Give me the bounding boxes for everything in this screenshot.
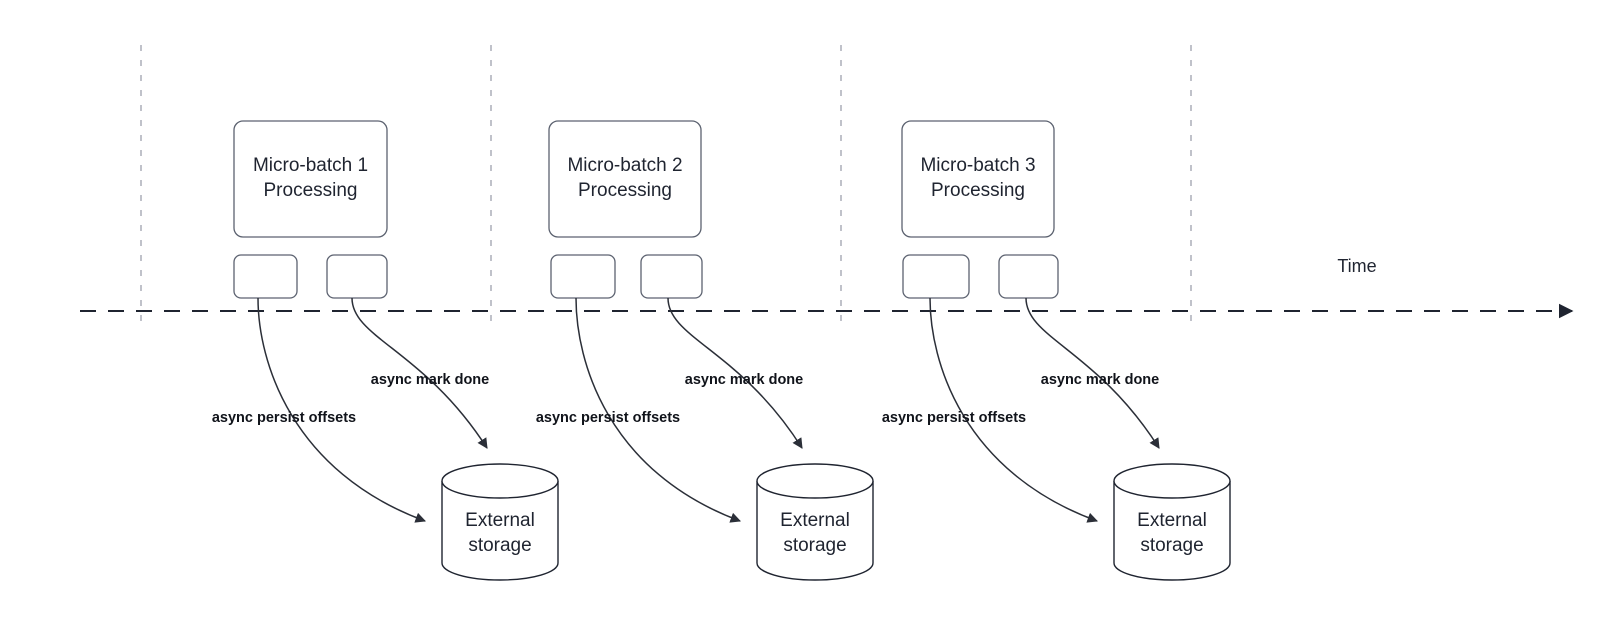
micro-batch-2-mark-done-label: async mark done [685,372,803,388]
micro-batch-group-3: Micro-batch 3 Processing async persist o… [882,120,1231,581]
micro-batch-2-external-storage[interactable]: External storage [756,463,874,581]
micro-batch-3-persist-offsets-edge [929,297,1098,523]
micro-batch-1-persist-offsets-label: async persist offsets [212,410,356,426]
external-storage-2-label-line1: External [780,510,850,531]
micro-batch-1-process-box[interactable] [233,120,388,238]
external-storage-3-top [1113,463,1231,499]
micro-batch-2-process-label-line1: Micro-batch 2 [567,155,682,176]
external-storage-2-body [756,481,874,581]
time-axis-label: Time [1337,256,1376,276]
micro-batch-2-persist-offsets-task[interactable] [550,254,616,299]
micro-batch-2-process-box[interactable] [548,120,702,238]
external-storage-1-top [441,463,559,499]
timeline-ticks [140,45,1192,322]
micro-batch-group-1: Micro-batch 1 Processing async persist o… [212,120,559,581]
micro-batch-group-2: Micro-batch 2 Processing async persist o… [536,120,874,581]
micro-batch-2-mark-done-edge [667,297,803,449]
micro-batch-1-mark-done-label: async mark done [371,372,489,388]
external-storage-1-label-line1: External [465,510,535,531]
micro-batch-1-persist-offsets-edge [257,297,426,523]
external-storage-3-label-line1: External [1137,510,1207,531]
micro-batch-2-persist-offsets-edge [575,297,741,523]
external-storage-2-label-line2: storage [783,535,846,556]
external-storage-3-body [1113,481,1231,581]
external-storage-1-label-line2: storage [468,535,531,556]
external-storage-2-top [756,463,874,499]
micro-batch-1-external-storage[interactable]: External storage [441,463,559,581]
micro-batch-1-mark-done-task[interactable] [326,254,388,299]
micro-batch-3-external-storage[interactable]: External storage [1113,463,1231,581]
micro-batch-3-persist-offsets-label: async persist offsets [882,410,1026,426]
micro-batch-1-mark-done-edge [351,297,488,449]
micro-batch-3-mark-done-label: async mark done [1041,372,1159,388]
micro-batch-3-process-box[interactable] [901,120,1055,238]
external-storage-3-label-line2: storage [1140,535,1203,556]
micro-batch-3-persist-offsets-task[interactable] [902,254,970,299]
external-storage-1-body [441,481,559,581]
micro-batch-1-process-label-line1: Micro-batch 1 [253,155,368,176]
micro-batch-3-mark-done-task[interactable] [998,254,1059,299]
micro-batch-2-mark-done-task[interactable] [640,254,703,299]
micro-batch-3-process-label-line1: Micro-batch 3 [920,155,1035,176]
micro-batch-2-process-label-line2: Processing [578,180,672,201]
micro-batch-3-mark-done-edge [1025,297,1160,449]
micro-batch-1-persist-offsets-task[interactable] [233,254,298,299]
micro-batch-2-persist-offsets-label: async persist offsets [536,410,680,426]
micro-batch-3-process-label-line2: Processing [931,180,1025,201]
micro-batch-1-process-label-line2: Processing [264,180,358,201]
